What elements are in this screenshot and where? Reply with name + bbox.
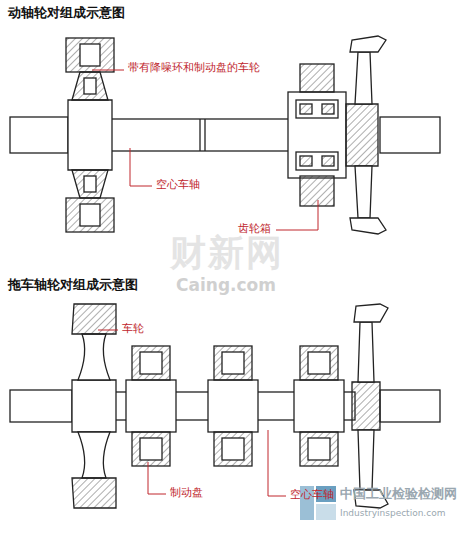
part-label: 空心车轴: [156, 179, 200, 192]
part-label: 空心车轴: [290, 489, 334, 502]
diagram-title: 拖车轴轮对组成示意图: [8, 278, 138, 293]
part-label: 带有降噪环和制动盘的车轮: [128, 62, 260, 75]
watermark: Caing.com: [176, 276, 276, 296]
watermark: 中国工业检验检测网: [340, 487, 457, 502]
diagram-title: 动轴轮对组成示意图: [8, 6, 125, 21]
part-label: 制动盘: [170, 487, 203, 500]
watermark: 财新网: [170, 232, 284, 273]
part-label: 车轮: [122, 323, 144, 336]
watermark: Industryinspection.com: [340, 508, 445, 518]
